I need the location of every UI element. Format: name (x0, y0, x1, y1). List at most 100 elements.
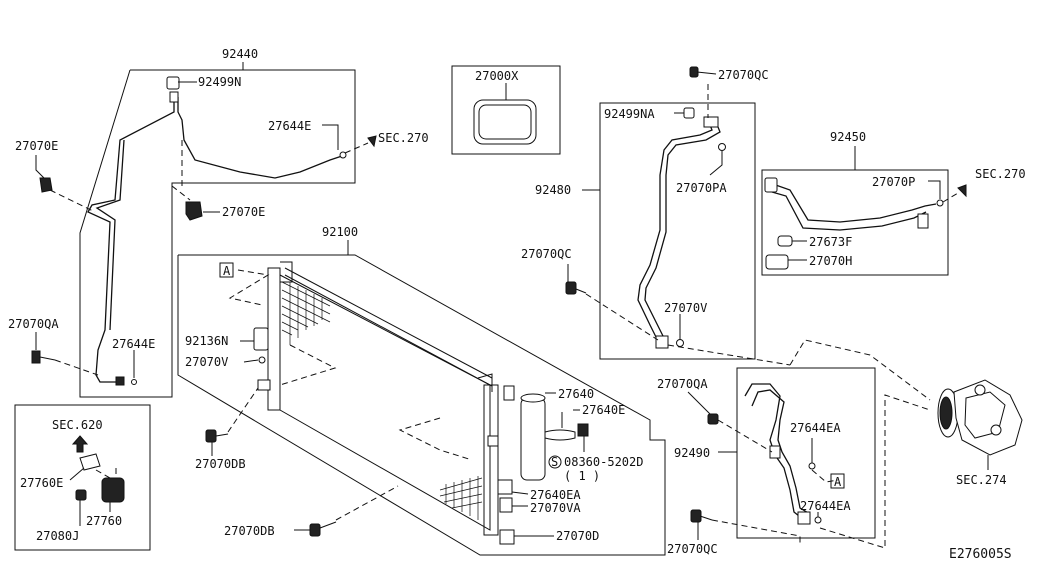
bracket-receiver-top (503, 385, 515, 401)
label-27000X: 27000X (475, 69, 519, 83)
dash-compressor-lower (819, 394, 931, 549)
pipe-group-92490 (718, 367, 876, 539)
cap-27673F (777, 235, 793, 247)
cap-27070H (765, 254, 789, 270)
frame-92440 (79, 69, 356, 398)
oring-27644E-bottom (131, 379, 137, 385)
label-27640EA: 27640EA (530, 488, 581, 502)
label-08360: 08360-5202D (564, 455, 643, 469)
nut-27080J (75, 489, 87, 501)
fin-left-4 (281, 305, 319, 325)
dash-condenser-mid (279, 344, 337, 386)
bolt-27070DB-left-shank (215, 433, 229, 437)
label-sec270-left[interactable]: SEC.270 (378, 131, 429, 145)
label-08360-qty: ( 1 ) (564, 469, 600, 483)
bolt-27070DB-bottom (294, 485, 399, 537)
label-sec274[interactable]: SEC.274 (956, 473, 1007, 487)
fin-hatch-left (281, 281, 331, 345)
compressor-sec274 (789, 339, 1023, 549)
label-27070QC-top: 27070QC (718, 68, 769, 82)
joint-bottom (115, 376, 125, 386)
sec270-left-connector (344, 135, 377, 154)
label-sec270-right[interactable]: SEC.270 (975, 167, 1026, 181)
oring-27644EA-bottom (814, 516, 822, 524)
label-ref-A-left: A (223, 264, 231, 278)
compressor-port-b (990, 424, 1002, 436)
dash-27070QC-bottom (711, 519, 801, 545)
label-27760: 27760 (86, 514, 122, 528)
label-27070H: 27070H (809, 254, 852, 268)
pipe-92450-b (771, 191, 927, 231)
label-92490: 92490 (674, 446, 710, 460)
joint-92490-bottom (797, 511, 811, 525)
label-27640E: 27640E (582, 403, 625, 417)
sensor-27760 (101, 477, 125, 503)
bolt-27070QC-mid-shank (575, 288, 587, 294)
leader-27640EA (511, 491, 529, 495)
frame-92490 (736, 367, 876, 539)
frame-sec620 (14, 404, 151, 551)
label-27070QA-right: 27070QA (657, 377, 708, 391)
label-27070DB-bottom: 27070DB (224, 524, 275, 538)
label-sec620[interactable]: SEC.620 (52, 418, 103, 432)
dash-ref-A-left (228, 269, 270, 306)
bolt-27070QA-right-head (707, 413, 719, 425)
dash-27070DB-left (227, 387, 259, 433)
oring-27644EA-top (808, 462, 816, 470)
label-27070D: 27070D (556, 529, 599, 543)
fin-left-5 (281, 313, 309, 328)
dash-sec270-right (942, 192, 959, 203)
oring-27070V-left (258, 356, 266, 364)
s-mark-circle (548, 455, 562, 469)
label-s-mark: S (551, 455, 558, 469)
label-27070PA: 27070PA (676, 181, 727, 195)
bracket-27760E (79, 453, 101, 471)
dash-27070QA-left (54, 359, 99, 376)
bolt-27070E-left (35, 155, 96, 213)
joint-92450-left (764, 177, 778, 193)
leader-27070PA (709, 151, 723, 176)
label-92450: 92450 (830, 130, 866, 144)
condenser-top-rail-b (284, 274, 493, 387)
bracket-condenser-left (257, 379, 271, 391)
dash-92480-to-compressor (667, 344, 791, 366)
dash-27070DB-bottom (335, 485, 399, 521)
kit-27000X (451, 65, 561, 155)
pipe-92440-c (95, 139, 125, 331)
screw-08360 (577, 423, 589, 437)
fin-right-1 (439, 477, 483, 491)
joint-92450-right (917, 213, 929, 229)
frame-92480 (599, 102, 756, 360)
arrow-sec620 (71, 435, 89, 453)
condenser-right-tank (483, 384, 499, 536)
condenser-right-bracket (477, 373, 493, 392)
label-92440: 92440 (222, 47, 258, 61)
arrow-sec270-left (367, 135, 377, 148)
label-27644E-bottom: 27644E (112, 337, 155, 351)
label-27070DB-left: 27070DB (195, 457, 246, 471)
fin-right-2 (439, 485, 483, 497)
label-27070VA: 27070VA (530, 501, 581, 515)
pipe-group-92480 (582, 84, 756, 360)
pipe-92480-b (644, 121, 721, 343)
joint-92480-top (703, 116, 719, 128)
receiver-27640 (520, 397, 546, 481)
inset-sec620 (14, 404, 151, 551)
condenser-top-rail (284, 267, 493, 379)
arrow-sec270-right (957, 184, 967, 198)
band-27640E (544, 429, 576, 441)
fin-left-7 (281, 329, 293, 336)
label-27644EA-top: 27644EA (790, 421, 841, 435)
dash-27070E-left (49, 189, 96, 213)
bolt-27070QC-bottom (690, 509, 801, 545)
condenser-group-92100 (177, 240, 666, 556)
pipe-group-92440 (79, 62, 356, 398)
leader-27070V-left (243, 359, 259, 363)
label-27070E-mid: 27070E (222, 205, 265, 219)
bolt-27070QC-mid (565, 264, 659, 341)
pipe-92490 (744, 383, 805, 521)
cap-92499NA (683, 107, 695, 119)
dash-sec270-left (344, 142, 369, 154)
label-92480: 92480 (535, 183, 571, 197)
